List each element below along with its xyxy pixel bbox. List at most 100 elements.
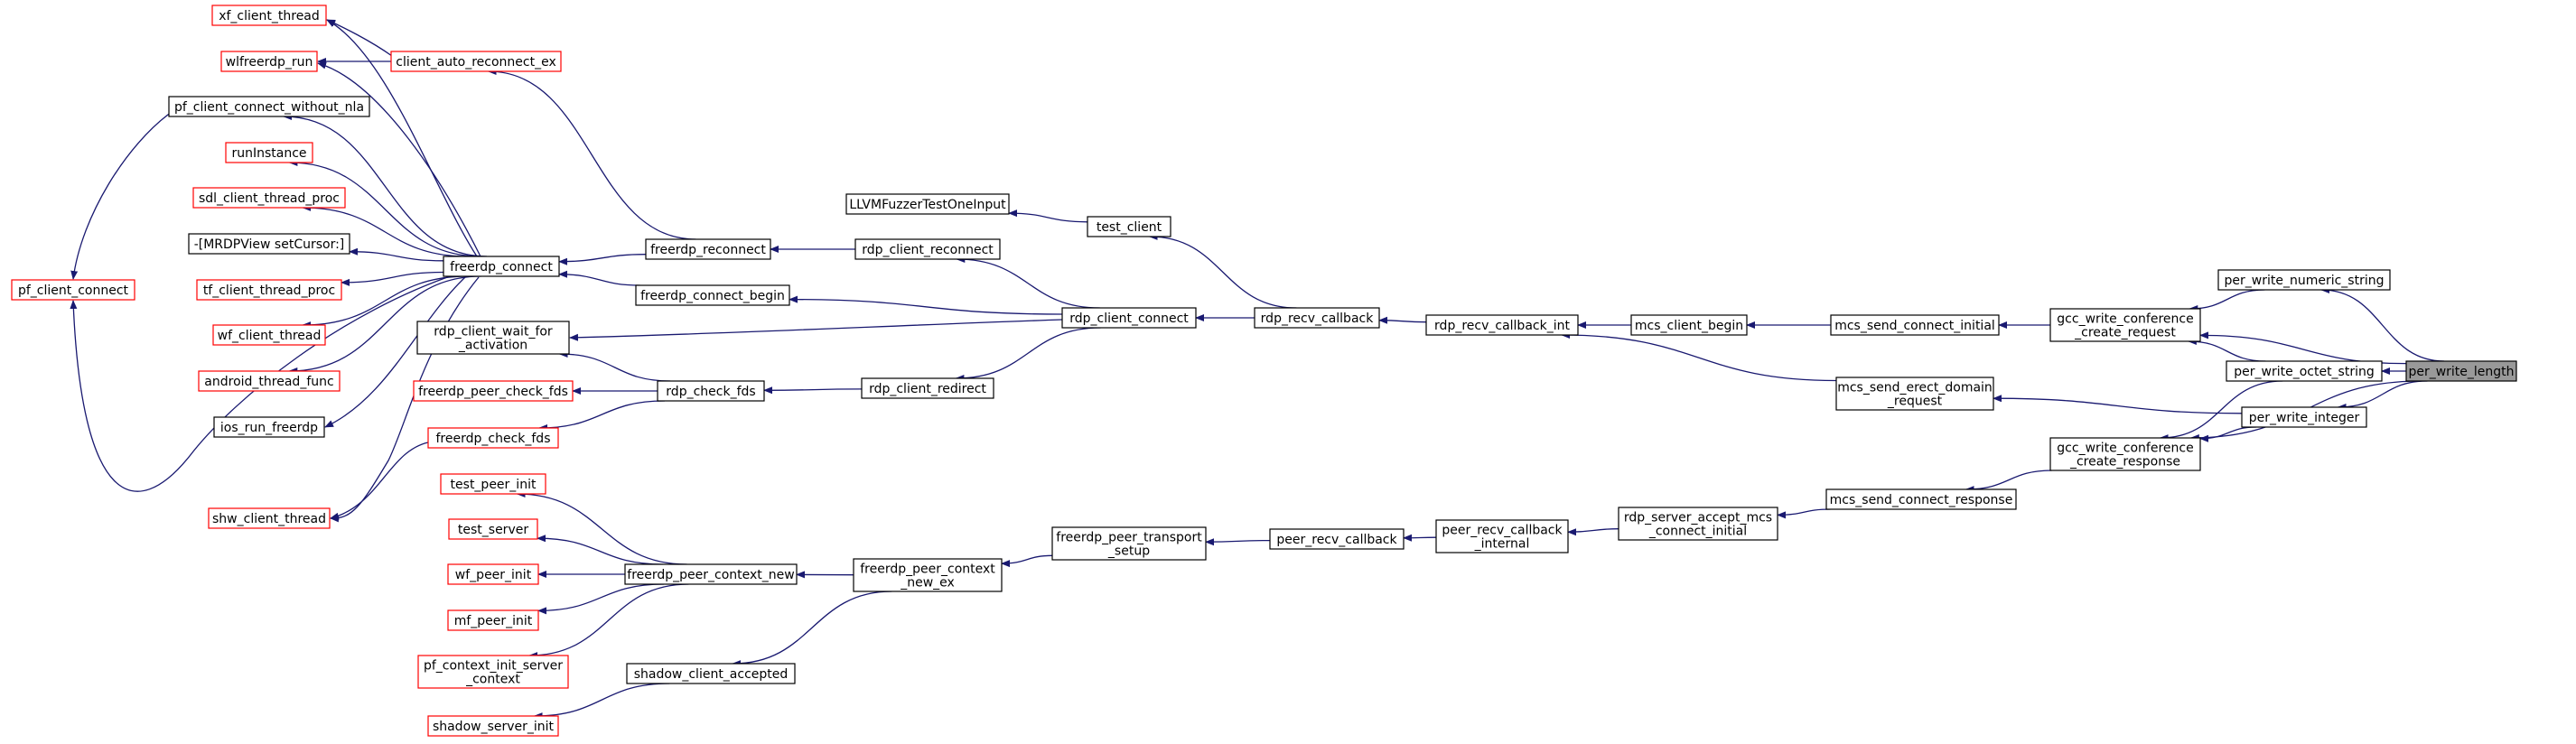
node-box[interactable] (213, 416, 325, 438)
node-MRDPView_setCursor[interactable]: -[MRDPView setCursor:] (188, 233, 350, 255)
node-rdp_client_wait_for_activation[interactable]: rdp_client_wait_for_activation (416, 321, 570, 355)
node-box[interactable] (2241, 406, 2367, 428)
node-shw_client_thread[interactable]: shw_client_thread (208, 507, 331, 529)
node-box[interactable] (853, 558, 1003, 592)
node-rdp_client_redirect[interactable]: rdp_client_redirect (861, 377, 994, 399)
node-android_thread_func[interactable]: android_thread_func (198, 370, 341, 392)
node-box[interactable] (416, 321, 570, 355)
node-gcc_write_conference_create_response[interactable]: gcc_write_conference_create_response (2049, 437, 2201, 471)
node-box[interactable] (168, 96, 370, 117)
node-shadow_client_accepted[interactable]: shadow_client_accepted (626, 663, 796, 684)
node-tf_client_thread_proc[interactable]: tf_client_thread_proc (196, 279, 342, 301)
node-LLVMFuzzerTestOneInput[interactable]: LLVMFuzzerTestOneInput (845, 193, 1010, 215)
node-peer_recv_callback[interactable]: peer_recv_callback (1269, 528, 1405, 550)
node-test_client[interactable]: test_client (1087, 216, 1171, 237)
node-freerdp_peer_context_new[interactable]: freerdp_peer_context_new (624, 563, 798, 585)
node-xf_client_thread[interactable]: xf_client_thread (211, 5, 327, 26)
node-box[interactable] (212, 324, 326, 346)
node-runInstance[interactable]: runInstance (225, 142, 313, 163)
node-box[interactable] (188, 233, 350, 255)
node-box[interactable] (427, 715, 559, 737)
node-client_auto_reconnect_ex[interactable]: client_auto_reconnect_ex (390, 51, 562, 72)
node-box[interactable] (1254, 307, 1380, 329)
node-mf_peer_init[interactable]: mf_peer_init (447, 609, 539, 631)
node-rdp_server_accept_mcs_connect_initial[interactable]: rdp_server_accept_mcs_connect_initial (1618, 507, 1778, 541)
node-test_peer_init[interactable]: test_peer_init (440, 473, 546, 495)
node-box[interactable] (2226, 360, 2383, 382)
node-box[interactable] (1835, 377, 1994, 411)
node-freerdp_reconnect[interactable]: freerdp_reconnect (645, 238, 771, 260)
node-box[interactable] (657, 380, 765, 402)
node-rdp_recv_callback[interactable]: rdp_recv_callback (1254, 307, 1380, 329)
node-wf_peer_init[interactable]: wf_peer_init (447, 563, 539, 585)
node-box[interactable] (427, 427, 559, 449)
node-rdp_client_connect[interactable]: rdp_client_connect (1061, 307, 1197, 329)
node-box[interactable] (1830, 314, 2000, 336)
node-box[interactable] (2049, 308, 2201, 342)
node-box[interactable] (196, 279, 342, 301)
node-box[interactable] (220, 51, 318, 72)
node-box[interactable] (225, 142, 313, 163)
node-box[interactable] (440, 473, 546, 495)
node-box[interactable] (2405, 360, 2517, 382)
node-box[interactable] (2049, 437, 2201, 471)
node-freerdp_connect[interactable]: freerdp_connect (443, 256, 560, 277)
node-box[interactable] (443, 256, 560, 277)
node-pf_client_connect[interactable]: pf_client_connect (11, 279, 135, 301)
node-freerdp_peer_transport_setup[interactable]: freerdp_peer_transport_setup (1051, 526, 1207, 561)
node-box[interactable] (417, 655, 569, 689)
node-per_write_integer[interactable]: per_write_integer (2241, 406, 2367, 428)
node-rdp_check_fds[interactable]: rdp_check_fds (657, 380, 765, 402)
node-test_server[interactable]: test_server (448, 518, 538, 540)
node-box[interactable] (645, 238, 771, 260)
node-box[interactable] (1087, 216, 1171, 237)
node-shadow_server_init[interactable]: shadow_server_init (427, 715, 559, 737)
node-box[interactable] (1630, 314, 1748, 336)
node-per_write_length[interactable]: per_write_length (2405, 360, 2517, 382)
node-box[interactable] (1269, 528, 1405, 550)
node-freerdp_check_fds[interactable]: freerdp_check_fds (427, 427, 559, 449)
node-box[interactable] (208, 507, 331, 529)
node-box[interactable] (1061, 307, 1197, 329)
node-freerdp_peer_context_new_ex[interactable]: freerdp_peer_context_new_ex (853, 558, 1003, 592)
node-box[interactable] (192, 187, 346, 209)
node-gcc_write_conference_create_request[interactable]: gcc_write_conference_create_request (2049, 308, 2201, 342)
node-sdl_client_thread_proc[interactable]: sdl_client_thread_proc (192, 187, 346, 209)
node-box[interactable] (624, 563, 798, 585)
node-box[interactable] (1435, 519, 1569, 553)
node-box[interactable] (626, 663, 796, 684)
node-box[interactable] (861, 377, 994, 399)
node-box[interactable] (1051, 526, 1207, 561)
node-wlfreerdp_run[interactable]: wlfreerdp_run (220, 51, 318, 72)
node-box[interactable] (447, 563, 539, 585)
node-box[interactable] (390, 51, 562, 72)
node-peer_recv_callback_internal[interactable]: peer_recv_callback_internal (1435, 519, 1569, 553)
node-per_write_octet_string[interactable]: per_write_octet_string (2226, 360, 2383, 382)
node-box[interactable] (11, 279, 135, 301)
node-mcs_send_connect_response[interactable]: mcs_send_connect_response (1825, 488, 2017, 510)
node-box[interactable] (2217, 269, 2391, 291)
node-rdp_recv_callback_int[interactable]: rdp_recv_callback_int (1425, 314, 1579, 336)
node-box[interactable] (1425, 314, 1579, 336)
node-box[interactable] (854, 238, 1001, 260)
node-box[interactable] (448, 518, 538, 540)
node-rdp_client_reconnect[interactable]: rdp_client_reconnect (854, 238, 1001, 260)
node-box[interactable] (198, 370, 341, 392)
node-box[interactable] (447, 609, 539, 631)
node-box[interactable] (211, 5, 327, 26)
node-pf_context_init_server_context[interactable]: pf_context_init_server_context (417, 655, 569, 689)
node-freerdp_peer_check_fds[interactable]: freerdp_peer_check_fds (413, 380, 574, 402)
node-per_write_numeric_string[interactable]: per_write_numeric_string (2217, 269, 2391, 291)
node-pf_client_connect_without_nla[interactable]: pf_client_connect_without_nla (168, 96, 370, 117)
node-box[interactable] (845, 193, 1010, 215)
node-mcs_client_begin[interactable]: mcs_client_begin (1630, 314, 1748, 336)
node-mcs_send_connect_initial[interactable]: mcs_send_connect_initial (1830, 314, 2000, 336)
node-box[interactable] (635, 284, 790, 306)
node-wf_client_thread[interactable]: wf_client_thread (212, 324, 326, 346)
node-mcs_send_erect_domain_request[interactable]: mcs_send_erect_domain_request (1835, 377, 1994, 411)
node-ios_run_freerdp[interactable]: ios_run_freerdp (213, 416, 325, 438)
node-freerdp_connect_begin[interactable]: freerdp_connect_begin (635, 284, 790, 306)
node-box[interactable] (1618, 507, 1778, 541)
node-box[interactable] (1825, 488, 2017, 510)
node-box[interactable] (413, 380, 574, 402)
